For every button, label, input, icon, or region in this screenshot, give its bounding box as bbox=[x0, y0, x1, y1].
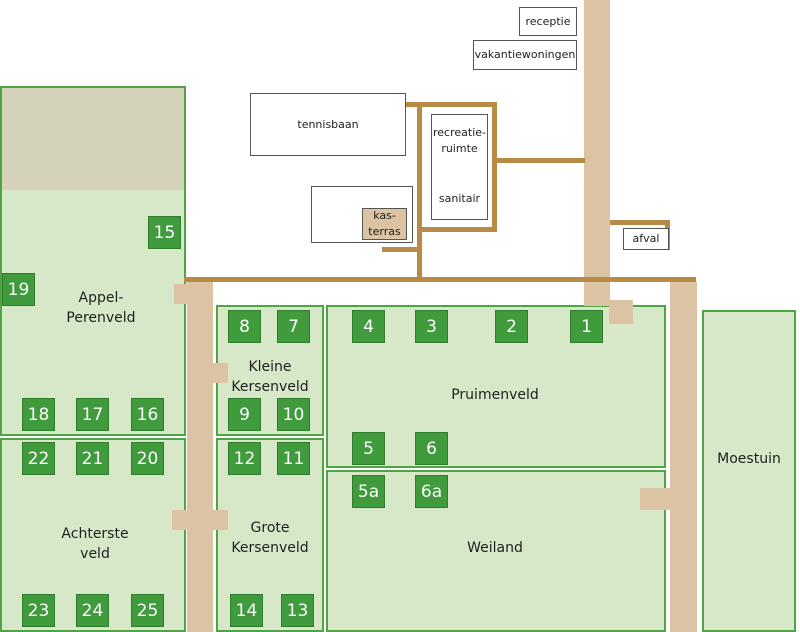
path-stub-weiland bbox=[640, 488, 672, 510]
moestuin-field[interactable] bbox=[702, 310, 796, 632]
road-top-connector bbox=[420, 102, 497, 107]
recreatieruimte-label: recreatie- ruimte bbox=[433, 126, 486, 155]
road-east-vertical bbox=[492, 102, 497, 232]
road-main-horizontal bbox=[184, 277, 696, 282]
plot-7[interactable]: 7 bbox=[277, 310, 310, 343]
plot-23[interactable]: 23 bbox=[22, 594, 55, 627]
plot-3[interactable]: 3 bbox=[415, 310, 448, 343]
plot-22[interactable]: 22 bbox=[22, 442, 55, 475]
plot-24[interactable]: 24 bbox=[76, 594, 109, 627]
kasterras-label: kas- terras bbox=[368, 209, 401, 238]
receptie-building[interactable]: receptie bbox=[519, 7, 577, 36]
plot-6a[interactable]: 6a bbox=[415, 475, 448, 508]
afval-label: afval bbox=[632, 232, 660, 245]
path-stub-appel bbox=[174, 284, 188, 304]
plot-18[interactable]: 18 bbox=[22, 398, 55, 431]
path-stub-pruimen bbox=[609, 300, 633, 324]
road-north-link bbox=[497, 158, 585, 163]
tennisbaan-building[interactable]: tennisbaan bbox=[250, 93, 406, 156]
plot-9[interactable]: 9 bbox=[228, 398, 261, 431]
road-building-connector bbox=[420, 227, 492, 232]
achterste-veld-label: Achterste veld bbox=[61, 526, 129, 562]
path-stub-grote bbox=[212, 510, 228, 530]
plot-21[interactable]: 21 bbox=[76, 442, 109, 475]
sanitair-label: sanitair bbox=[438, 192, 481, 205]
plot-15[interactable]: 15 bbox=[148, 216, 181, 249]
vakantiewoningen-label: vakantiewoningen bbox=[474, 48, 576, 61]
recreatieruimte-building[interactable]: recreatie- ruimte sanitair bbox=[431, 114, 488, 220]
kasterras-building[interactable]: kas- terras bbox=[362, 208, 407, 240]
grote-kersenveld-label: Grote Kersenveld bbox=[231, 520, 309, 556]
plot-14[interactable]: 14 bbox=[230, 594, 263, 627]
appel-perenveld-label: Appel- Perenveld bbox=[66, 290, 136, 326]
kleine-kersenveld-label: Kleine Kersenveld bbox=[231, 359, 309, 395]
path-stub-achterste bbox=[172, 510, 188, 530]
plot-20[interactable]: 20 bbox=[131, 442, 164, 475]
path-stub-kleine bbox=[212, 363, 228, 383]
plot-4[interactable]: 4 bbox=[352, 310, 385, 343]
plot-8[interactable]: 8 bbox=[228, 310, 261, 343]
tennisbaan-label: tennisbaan bbox=[297, 117, 359, 131]
vakantiewoningen-building[interactable]: vakantiewoningen bbox=[473, 40, 577, 70]
plot-16[interactable]: 16 bbox=[131, 398, 164, 431]
plot-2[interactable]: 2 bbox=[495, 310, 528, 343]
road-tennis-connector bbox=[404, 102, 420, 107]
plot-19[interactable]: 19 bbox=[2, 273, 35, 306]
plot-5a[interactable]: 5a bbox=[352, 475, 385, 508]
plot-5[interactable]: 5 bbox=[352, 432, 385, 465]
receptie-label: receptie bbox=[525, 14, 571, 28]
appel-perenveld-shaded-area bbox=[2, 88, 184, 190]
weiland-label: Weiland bbox=[467, 540, 523, 556]
plot-17[interactable]: 17 bbox=[76, 398, 109, 431]
path-vertical-west bbox=[187, 282, 213, 632]
plot-12[interactable]: 12 bbox=[228, 442, 261, 475]
road-kasterras-connector bbox=[382, 247, 420, 252]
plot-6[interactable]: 6 bbox=[415, 432, 448, 465]
afval-building[interactable]: afval bbox=[623, 228, 669, 250]
plot-10[interactable]: 10 bbox=[277, 398, 310, 431]
pruimenveld-label: Pruimenveld bbox=[451, 387, 539, 403]
path-vertical-north bbox=[584, 0, 610, 306]
path-vertical-east bbox=[670, 282, 697, 632]
plot-1[interactable]: 1 bbox=[570, 310, 603, 343]
plot-13[interactable]: 13 bbox=[281, 594, 314, 627]
moestuin-label: Moestuin bbox=[717, 451, 781, 467]
plot-11[interactable]: 11 bbox=[277, 442, 310, 475]
road-afval-horizontal bbox=[610, 220, 670, 225]
plot-25[interactable]: 25 bbox=[131, 594, 164, 627]
road-west-vertical bbox=[417, 102, 422, 280]
